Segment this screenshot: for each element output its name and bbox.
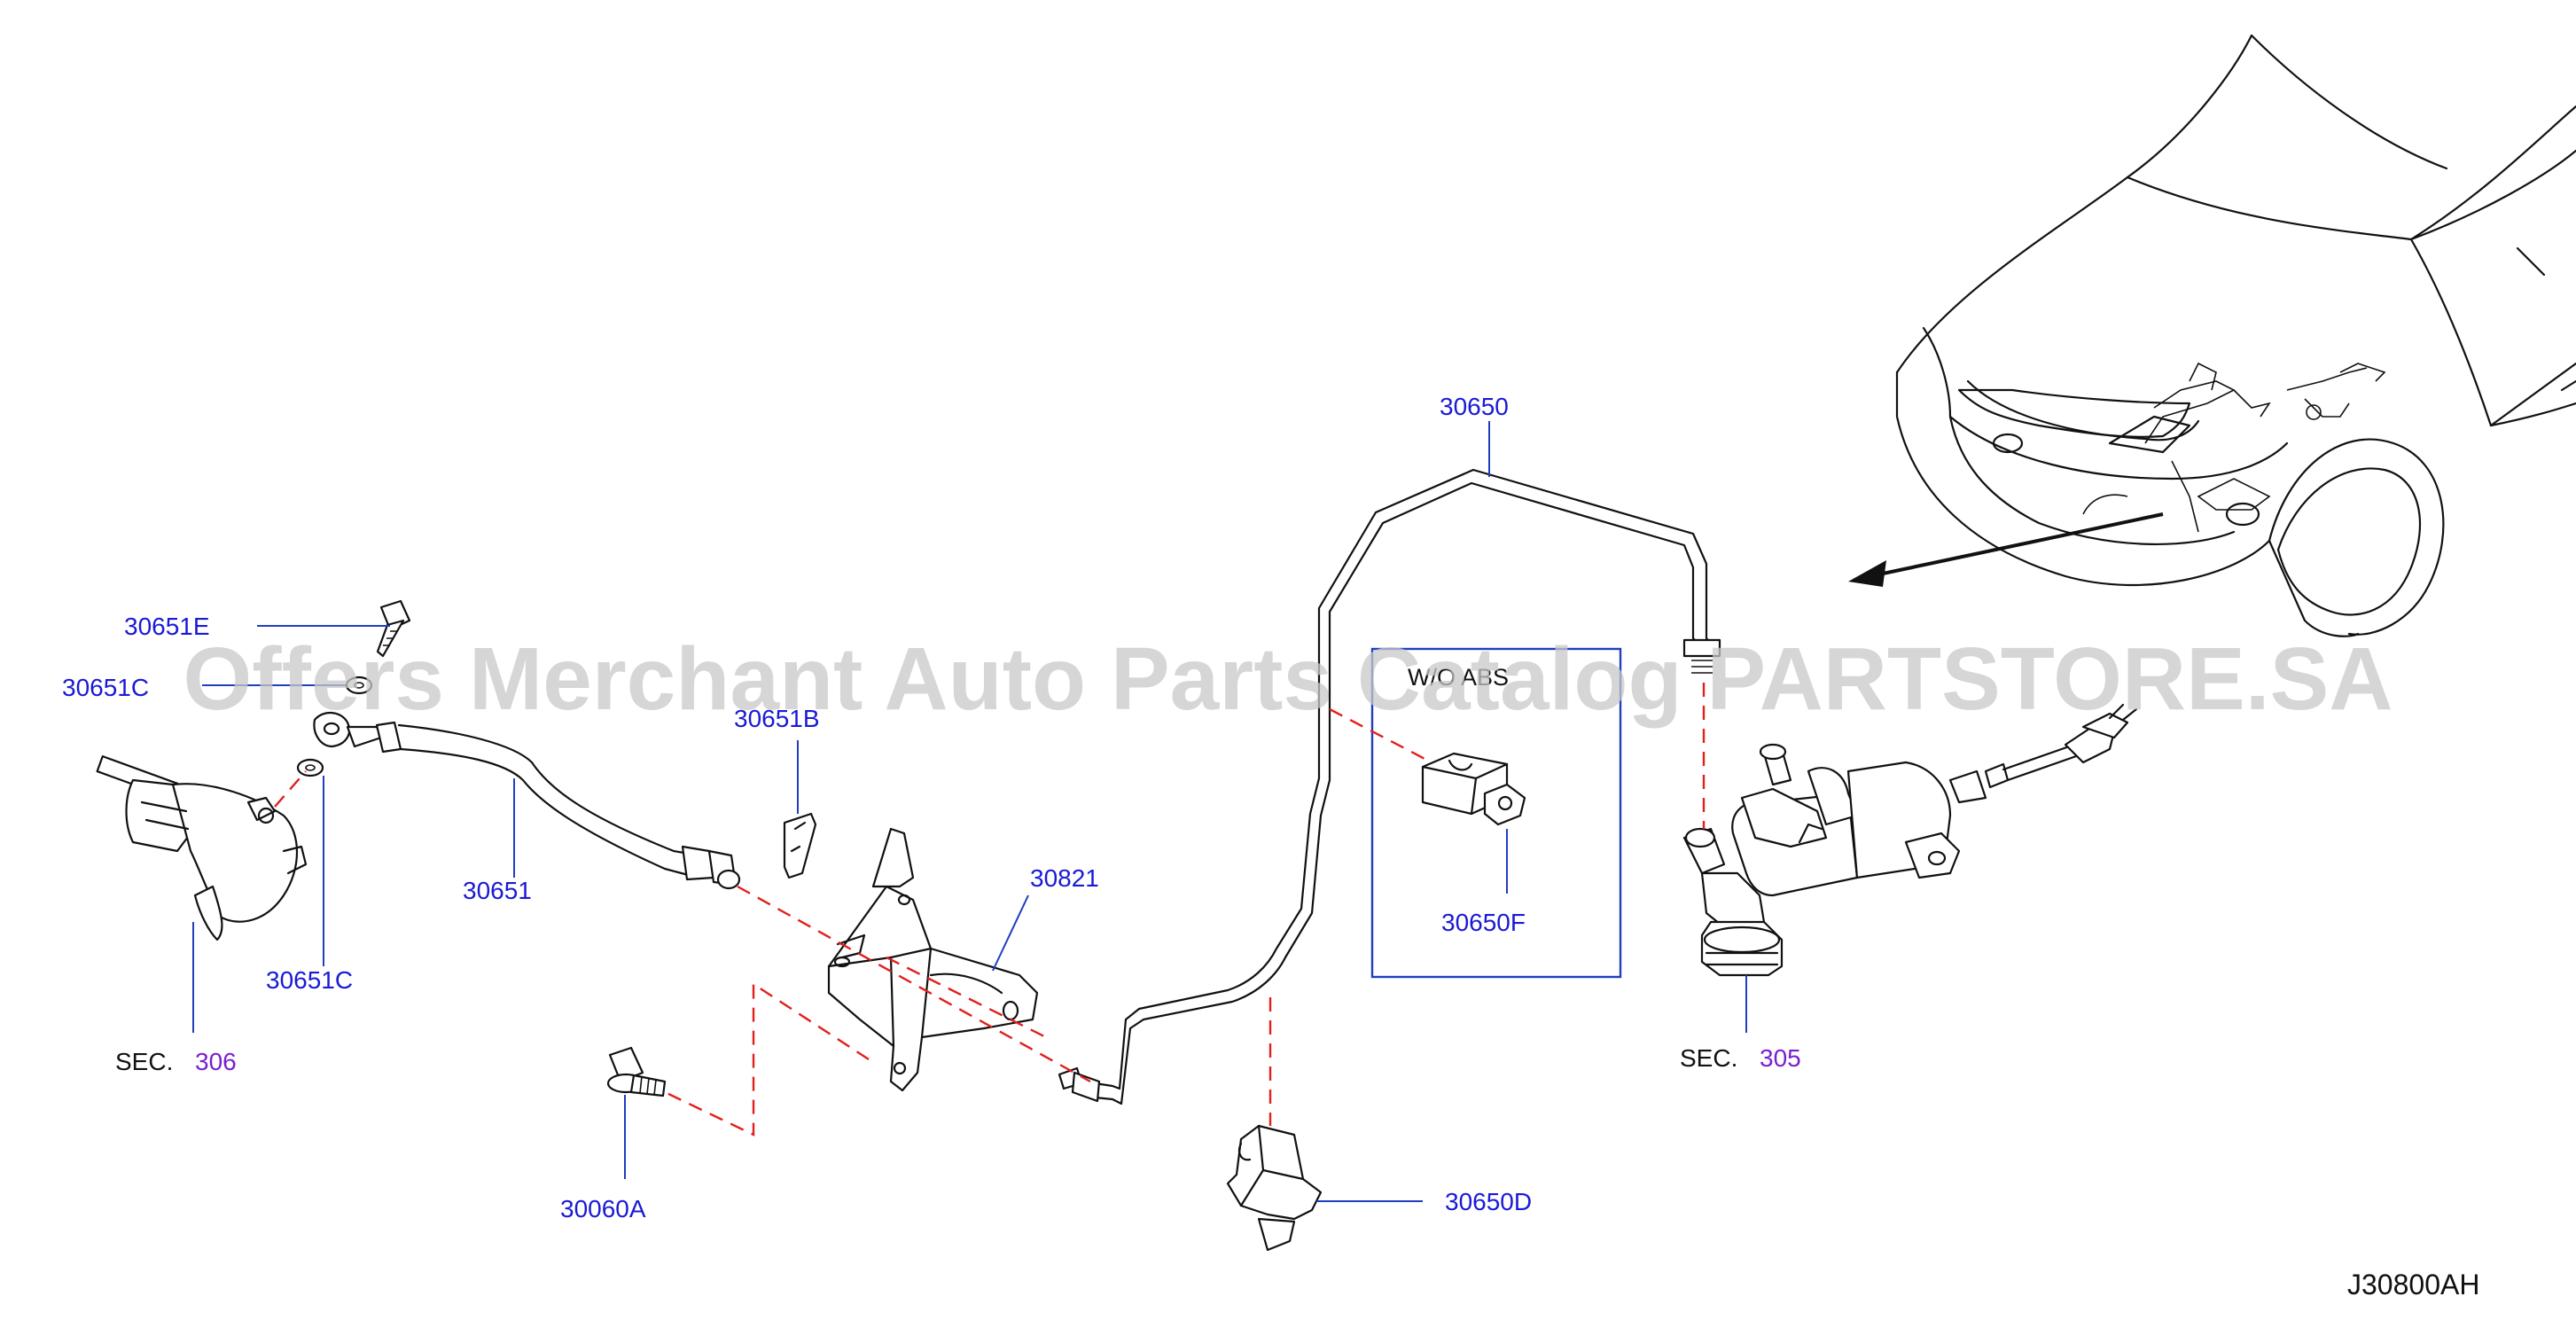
diagram-code: J30800AH [2347, 1269, 2479, 1300]
label-30650: 30650 [1440, 393, 1509, 420]
bolt-30060A [606, 1046, 667, 1097]
label-30650D: 30650D [1445, 1188, 1532, 1215]
section-ref-right-number[interactable]: 305 [1760, 1044, 1801, 1072]
inset-box-label: W/O ABS [1408, 664, 1509, 691]
label-30651: 30651 [463, 877, 532, 904]
label-30651C-top: 30651C [62, 674, 149, 701]
washer-30651C-bottom-hole [305, 764, 316, 771]
dashed-guides [274, 683, 1706, 1136]
washer-30651C-top [345, 676, 373, 695]
bracket-30821 [827, 827, 1039, 1092]
label-30821: 30821 [1030, 864, 1099, 892]
washer-30651C-bottom [296, 758, 324, 777]
clutch-tube-30650 [1058, 468, 1721, 1105]
car-illustration [1848, 34, 2576, 637]
bolt-30651E [376, 599, 411, 658]
washer-30651C-top-hole [354, 682, 364, 689]
label-30651E: 30651E [124, 613, 210, 640]
clip-30651B [783, 812, 817, 879]
watermark-text: Offers Merchant Auto Parts Catalog PARTS… [183, 629, 2393, 729]
clutch-hose-30651 [313, 712, 741, 890]
label-30651C-bottom: 30651C [266, 966, 353, 994]
inset-box-wo-abs [1370, 647, 1622, 979]
section-ref-left-prefix: SEC. [115, 1048, 173, 1075]
clutch-master-cylinder [1682, 703, 2138, 977]
label-30060A: 30060A [560, 1195, 646, 1222]
clamp-30650F [1421, 752, 1526, 826]
clutch-slave-cylinder [96, 755, 308, 941]
label-30651B: 30651B [734, 705, 820, 732]
clip-30650D [1226, 1124, 1323, 1252]
section-ref-left-number[interactable]: 306 [195, 1048, 237, 1075]
leader-lines [192, 421, 1747, 1202]
section-ref-right-prefix: SEC. [1680, 1044, 1737, 1072]
label-30650F: 30650F [1441, 909, 1526, 936]
